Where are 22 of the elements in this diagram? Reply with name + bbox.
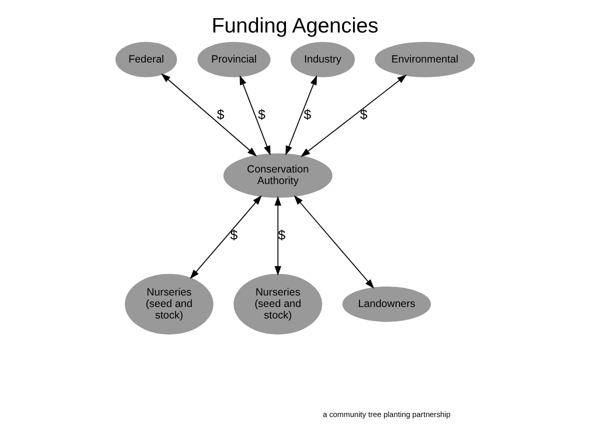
edge-label: $	[304, 106, 312, 122]
edge-label: $	[216, 106, 224, 122]
arrow	[294, 195, 374, 289]
node-ellipse: Nurseries (seed and stock)	[234, 274, 322, 334]
edge-label: $	[360, 106, 368, 122]
node-ellipse: Provincial	[198, 42, 271, 78]
edge-label: $	[230, 227, 238, 242]
arrow	[274, 196, 282, 276]
node-ellipse: Nurseries (seed and stock)	[124, 274, 214, 334]
node-ellipse: Environmental	[374, 42, 475, 78]
node-ellipse: Conservation Authority	[223, 153, 332, 198]
edge-label: $	[258, 106, 266, 122]
node-ellipse: Federal	[115, 42, 177, 78]
arrow	[300, 74, 407, 158]
node-ellipse: Landowners	[342, 286, 431, 322]
arrow	[161, 73, 257, 156]
node-ellipse: Industry	[290, 42, 355, 78]
label: a community tree planting partnership	[322, 410, 450, 419]
arrow	[285, 75, 317, 156]
arrow	[240, 75, 270, 156]
arrow	[190, 195, 262, 279]
diagram-title: Funding Agencies	[212, 14, 378, 38]
